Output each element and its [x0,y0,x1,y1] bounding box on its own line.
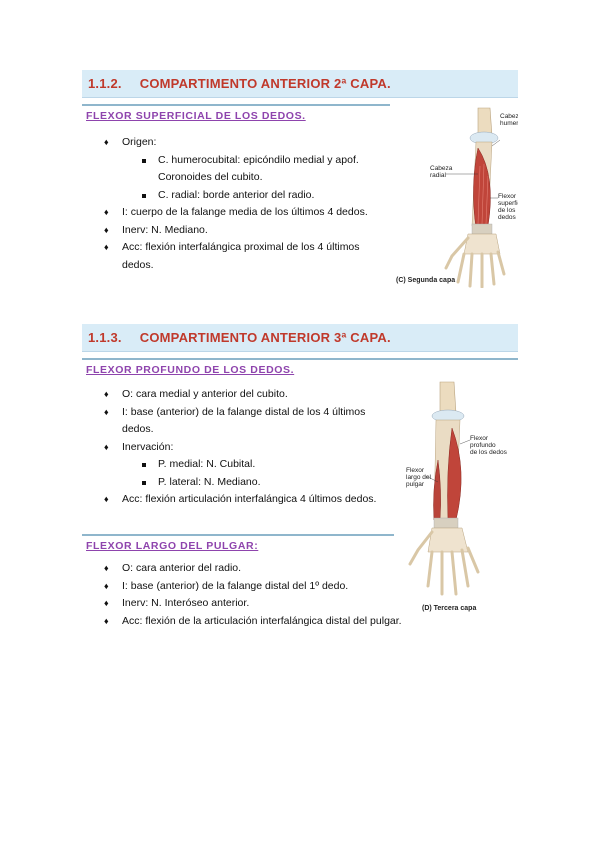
label-cabeza-humeroulnar: Cabezahumeroulnar [500,113,518,127]
divider [82,358,518,360]
section-heading-1-1-2: 1.1.2. COMPARTIMENTO ANTERIOR 2ª CAPA. [82,70,518,98]
subheading-flexor-superficial: FLEXOR SUPERFICIAL DE LOS DEDOS. [86,110,306,122]
divider [82,534,394,536]
section-title: COMPARTIMENTO ANTERIOR 2ª CAPA. [139,76,391,91]
figure-caption-d: (D) Tercera capa [422,605,476,612]
section-number: 1.1.3. [88,330,122,345]
sub-list-item: P. lateral: N. Mediano. [140,474,394,492]
sub-list-item: P. medial: N. Cubital. [140,456,394,474]
sub-list-item: C. radial: borde anterior del radio. [140,187,389,205]
list-item: Inerv: N. Mediano. [104,222,389,240]
figure-caption-c: (C) Segunda capa [396,277,455,284]
section-number: 1.1.2. [88,76,122,91]
subheading-flexor-largo-pulgar: FLEXOR LARGO DEL PULGAR: [86,540,259,552]
list-item: I: base (anterior) de la falange distal … [104,404,394,439]
list-item: O: cara anterior del radio. [104,560,504,578]
list-flexor-superficial: Origen: C. humerocubital: epicóndilo med… [104,134,389,274]
section-heading-1-1-3: 1.1.3. COMPARTIMENTO ANTERIOR 3ª CAPA. [82,324,518,352]
section-title: COMPARTIMENTO ANTERIOR 3ª CAPA. [139,330,391,345]
divider [82,104,390,106]
list-item: O: cara medial y anterior del cubito. [104,386,394,404]
subheading-flexor-profundo: FLEXOR PROFUNDO DE LOS DEDOS. [86,364,295,376]
sub-list-item: C. humerocubital: epicóndilo medial y ap… [140,152,389,187]
list-item: Acc: flexión de la articulación interfal… [104,613,504,631]
list-item: Acc: flexión articulación interfalángica… [104,491,394,509]
list-item: Inervación: P. medial: N. Cubital. P. la… [104,439,394,492]
list-item: Origen: C. humerocubital: epicóndilo med… [104,134,389,204]
list-item: Acc: flexión interfalángica proximal de … [104,239,389,274]
list-flexor-profundo: O: cara medial y anterior del cubito. I:… [104,386,394,509]
list-flexor-largo-pulgar: O: cara anterior del radio. I: base (ant… [104,560,504,630]
list-item: Inerv: N. Interóseo anterior. [104,595,504,613]
list-item: I: base (anterior) de la falange distal … [104,578,504,596]
list-item: I: cuerpo de la falange media de los últ… [104,204,389,222]
